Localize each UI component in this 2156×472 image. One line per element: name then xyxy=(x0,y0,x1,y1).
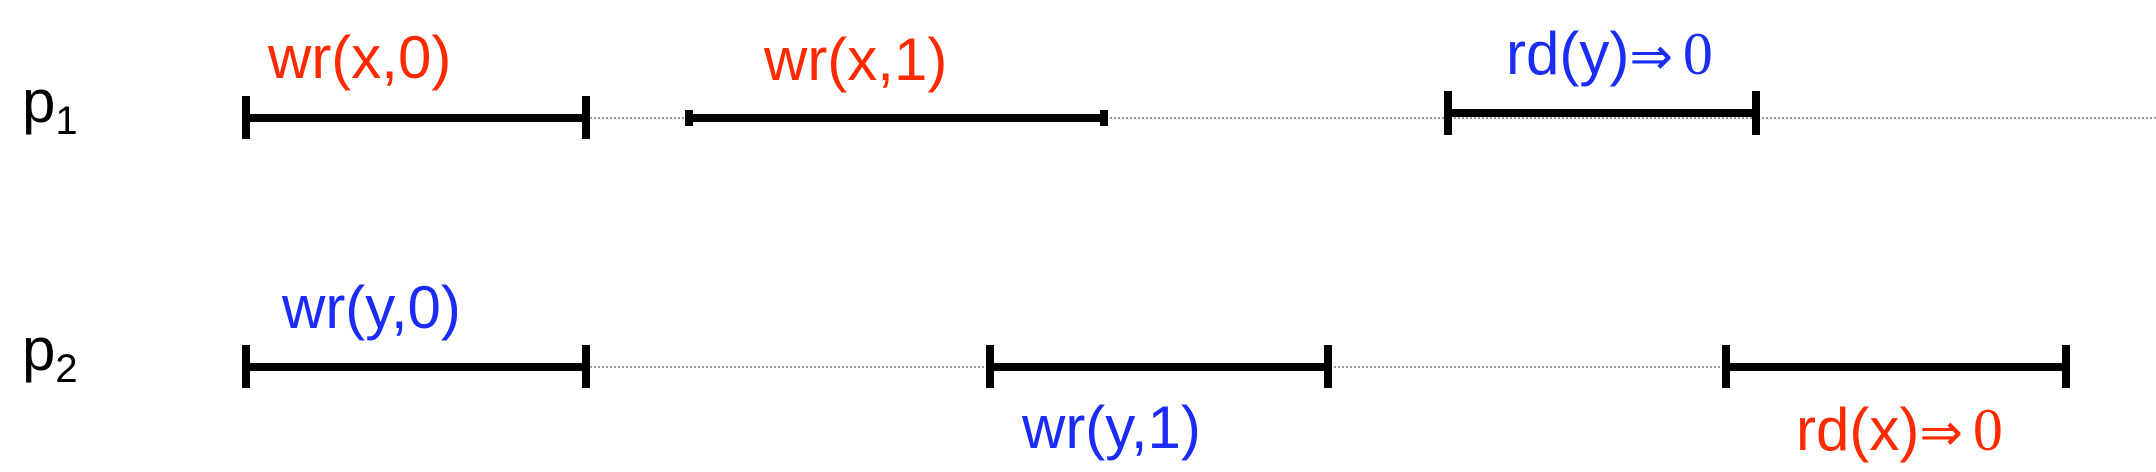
op-label-rd-y: rd(y)⇒0 xyxy=(1506,21,1713,87)
p2-interval-rd-x xyxy=(1722,345,2070,388)
op-label-rd-x: rd(x)⇒0 xyxy=(1796,397,2003,463)
p1-interval-wr-x1 xyxy=(685,110,1108,126)
process-label-p1-subscript: 1 xyxy=(55,99,78,143)
process-label-p2-subscript: 2 xyxy=(55,347,78,391)
op-label-rd-y-prefix: rd(y) xyxy=(1506,20,1630,87)
process-label-p1-base: p xyxy=(22,68,56,135)
op-label-rd-y-value: 0 xyxy=(1682,21,1713,87)
op-label-rd-x-value: 0 xyxy=(1972,397,2003,463)
op-label-wr-x0: wr(x,0) xyxy=(268,24,452,91)
implies-arrow-icon: ⇒ xyxy=(1919,403,1963,463)
p1-interval-rd-y xyxy=(1444,91,1760,135)
op-label-wr-y0: wr(y,0) xyxy=(282,274,461,341)
process-label-p2: p2 xyxy=(22,320,78,391)
process-label-p2-base: p xyxy=(22,316,56,383)
op-label-wr-y1: wr(y,1) xyxy=(1022,394,1201,461)
process-label-p1: p1 xyxy=(22,72,78,143)
op-label-wr-x1: wr(x,1) xyxy=(764,26,948,93)
p1-interval-wr-x0 xyxy=(242,96,590,139)
op-label-rd-x-prefix: rd(x) xyxy=(1796,396,1920,463)
p2-interval-wr-y0 xyxy=(242,345,590,388)
implies-arrow-icon: ⇒ xyxy=(1629,27,1673,87)
p2-interval-wr-y1 xyxy=(986,345,1332,388)
